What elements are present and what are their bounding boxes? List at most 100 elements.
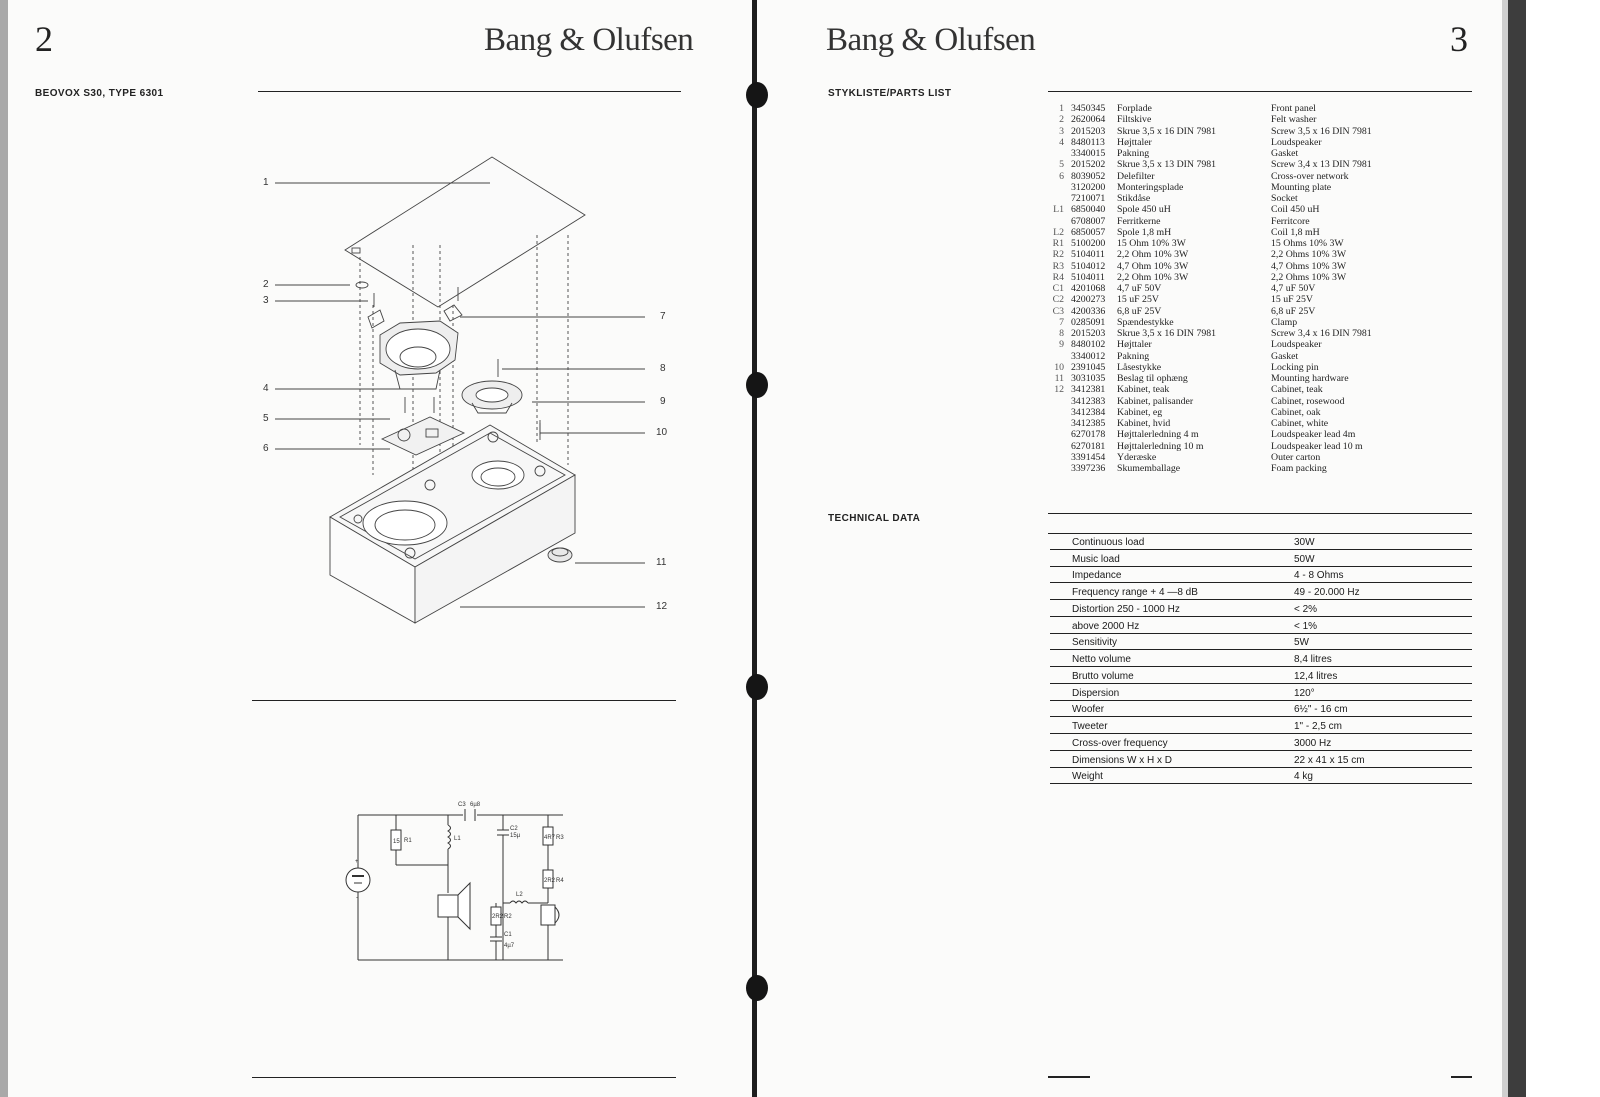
schematic-label-r2: R2 bbox=[504, 914, 512, 920]
part-number: 0285091 bbox=[1071, 316, 1106, 328]
part-ref: 12 bbox=[1054, 384, 1064, 396]
part-name-english: 2,2 Ohms 10% 3W bbox=[1271, 249, 1347, 261]
part-name-danish: Kabinet, eg bbox=[1117, 406, 1163, 418]
part-number: 3340012 bbox=[1071, 350, 1106, 362]
part-name-english: Cabinet, oak bbox=[1271, 406, 1321, 418]
part-ref bbox=[1045, 429, 1064, 440]
part-number: 6850057 bbox=[1071, 226, 1106, 238]
part-ref: R3 bbox=[1052, 260, 1064, 272]
tech-row: Dimensions W x H x D 22 x 41 x 15 cm bbox=[1050, 751, 1472, 768]
top-rule-left bbox=[258, 91, 681, 92]
tech-value: 30W bbox=[1294, 536, 1315, 548]
part-name-english: Loudspeaker lead 10 m bbox=[1271, 440, 1363, 452]
part-number: 2015203 bbox=[1071, 328, 1106, 339]
tech-label: Dispersion bbox=[1072, 687, 1120, 699]
tech-value: 8,4 litres bbox=[1294, 654, 1332, 665]
part-ref: 3 bbox=[1059, 125, 1064, 137]
part-ref bbox=[1045, 216, 1064, 227]
part-number: 2620064 bbox=[1071, 114, 1106, 126]
part-name-danish: Delefilter bbox=[1117, 170, 1155, 182]
part-name-danish: Skumemballage bbox=[1117, 463, 1181, 474]
part-name-english: Clamp bbox=[1271, 316, 1298, 328]
part-number: 8480113 bbox=[1071, 136, 1105, 148]
part-name-english: Coil 1,8 mH bbox=[1271, 226, 1320, 238]
schematic-label-l2: L2 bbox=[516, 892, 523, 898]
part-name-danish: 15 uF 25V bbox=[1117, 294, 1159, 306]
callout-6: 6 bbox=[263, 443, 269, 454]
part-name-english: Screw 3,5 x 16 DIN 7981 bbox=[1271, 125, 1372, 137]
tech-value: 4 - 8 Ohms bbox=[1294, 570, 1344, 582]
part-number: 8039052 bbox=[1071, 170, 1106, 182]
tech-label: Weight bbox=[1072, 771, 1103, 783]
part-number: 6850040 bbox=[1071, 204, 1106, 216]
bottom-mark-right bbox=[1048, 1076, 1090, 1078]
part-number: 6708007 bbox=[1071, 215, 1106, 227]
part-name-danish: Låsestykke bbox=[1117, 361, 1162, 373]
technical-data-heading: TECHNICAL DATA bbox=[828, 513, 921, 524]
callout-3: 3 bbox=[263, 295, 269, 306]
top-rule-right bbox=[1048, 91, 1472, 92]
tech-table-top-rule bbox=[1048, 533, 1472, 534]
part-ref: R4 bbox=[1052, 271, 1064, 283]
part-ref: 8 bbox=[1059, 328, 1064, 339]
part-ref: 10 bbox=[1054, 361, 1064, 373]
part-name-danish: Skrue 3,5 x 13 DIN 7981 bbox=[1117, 159, 1217, 171]
part-name-danish: Skrue 3,5 x 16 DIN 7981 bbox=[1117, 328, 1217, 339]
part-ref: 11 bbox=[1054, 373, 1064, 384]
tech-top-rule bbox=[1048, 513, 1472, 514]
tech-label: Cross-over frequency bbox=[1072, 737, 1168, 749]
tech-value: 120° bbox=[1294, 687, 1315, 699]
tech-value: 6½" - 16 cm bbox=[1294, 704, 1348, 716]
callout-12: 12 bbox=[656, 601, 668, 612]
tech-value: 12,4 litres bbox=[1294, 670, 1338, 682]
part-ref bbox=[1045, 148, 1064, 159]
tech-value: < 1% bbox=[1294, 620, 1318, 632]
part-name-danish: Skrue 3,5 x 16 DIN 7981 bbox=[1117, 125, 1217, 137]
part-ref bbox=[1045, 407, 1064, 418]
part-name-danish: 4,7 Ohm 10% 3W bbox=[1117, 260, 1189, 272]
tech-value: 4 kg bbox=[1294, 771, 1313, 783]
schematic-label-r4: R4 bbox=[556, 878, 564, 884]
callout-4: 4 bbox=[263, 383, 269, 394]
tech-value: 22 x 41 x 15 cm bbox=[1294, 754, 1365, 766]
part-name-english: Foam packing bbox=[1271, 463, 1327, 474]
right-margin bbox=[1526, 0, 1600, 1097]
callout-1: 1 bbox=[263, 177, 269, 188]
page-number-left: 2 bbox=[35, 19, 53, 59]
tech-label: Dimensions W x H x D bbox=[1072, 754, 1173, 766]
part-ref bbox=[1045, 193, 1064, 204]
part-ref: 2 bbox=[1059, 114, 1064, 126]
part-ref bbox=[1045, 396, 1064, 407]
tech-value: 49 - 20.000 Hz bbox=[1294, 587, 1360, 598]
part-name-english: Mounting plate bbox=[1271, 181, 1332, 193]
part-ref bbox=[1045, 182, 1064, 193]
part-number: 2015202 bbox=[1071, 159, 1106, 171]
part-name-english: Cabinet, rosewood bbox=[1271, 395, 1345, 407]
schematic-label-r1: R1 bbox=[404, 838, 412, 844]
part-ref: 7 bbox=[1059, 316, 1064, 328]
part-name-danish: Ferritkerne bbox=[1117, 215, 1161, 227]
tech-row: Woofer 6½" - 16 cm bbox=[1050, 701, 1472, 718]
schematic-label-plus: + bbox=[355, 859, 359, 865]
part-number: 5104011 bbox=[1071, 271, 1105, 283]
part-number: 3412381 bbox=[1071, 384, 1106, 396]
part-number: 7210071 bbox=[1071, 193, 1106, 204]
part-ref bbox=[1045, 418, 1064, 429]
part-number: 5100200 bbox=[1071, 238, 1106, 249]
tech-label: Music load bbox=[1072, 553, 1120, 565]
part-number: 4200336 bbox=[1071, 305, 1106, 317]
part-name-danish: Pakning bbox=[1117, 148, 1150, 159]
part-name-english: Cross-over network bbox=[1271, 170, 1349, 182]
tech-label: Woofer bbox=[1072, 704, 1105, 716]
callout-2: 2 bbox=[263, 279, 269, 290]
